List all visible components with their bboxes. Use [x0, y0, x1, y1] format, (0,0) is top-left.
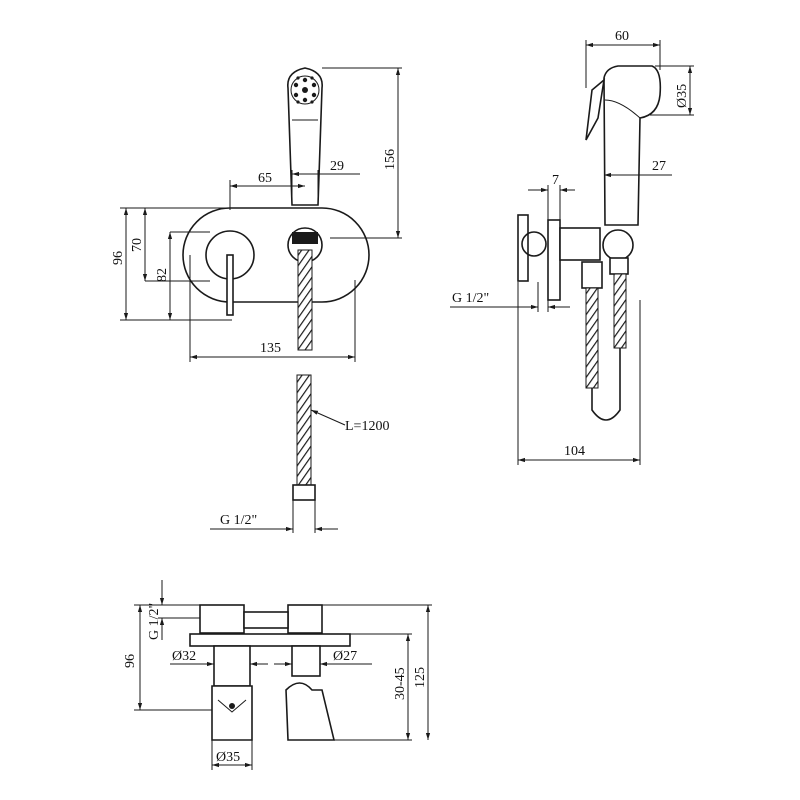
wall-plate-side: [547, 219, 561, 301]
holder-top: [285, 682, 336, 741]
valve-block-right: [287, 604, 323, 634]
holder-clip: [292, 232, 318, 244]
wall-plate-top: [189, 633, 351, 647]
stem-right: [291, 645, 321, 677]
holder-side: [602, 229, 634, 261]
hand-shower-side: [603, 65, 662, 226]
stem-left: [213, 645, 251, 687]
side-thread-label: G 1/2": [452, 291, 489, 306]
top-dimensions: G 1/2" 96 Ø32 Ø27 30-45 125: [123, 580, 432, 770]
valve-stub: [581, 261, 603, 289]
dim-104: 104: [564, 444, 585, 459]
dim-dia35-top: Ø35: [216, 750, 240, 765]
valve-block-left: [199, 604, 245, 634]
hose-body: [296, 374, 312, 486]
nozzle-holes: [293, 76, 317, 104]
body-side: [559, 227, 601, 261]
dim-96-front: 96: [111, 251, 126, 265]
dim-96-top: 96: [123, 654, 138, 668]
hose-front: [297, 249, 313, 351]
wall-plate: [182, 207, 370, 303]
top-view: G 1/2" 96 Ø32 Ø27 30-45 125: [123, 580, 432, 770]
dim-7: 7: [552, 173, 559, 188]
top-thread-label: G 1/2": [147, 603, 162, 640]
dim-156: 156: [383, 149, 398, 170]
dim-135: 135: [260, 341, 281, 356]
hose-dimensions: L=1200 G 1/2": [210, 409, 389, 533]
dim-82: 82: [155, 268, 170, 282]
dim-27-side: 27: [652, 159, 666, 174]
dim-dia27: Ø27: [333, 649, 357, 664]
knob-side: [521, 231, 547, 257]
hose-length-label: L=1200: [345, 419, 389, 434]
hose-thread-label: G 1/2": [220, 513, 257, 528]
hose-side-1: [585, 287, 599, 389]
hose-loop: [591, 348, 621, 421]
hose-nut: [292, 484, 316, 501]
dim-125: 125: [413, 667, 428, 688]
dim-29: 29: [330, 159, 344, 174]
dim-70: 70: [130, 238, 145, 252]
dim-30-45: 30-45: [393, 667, 408, 700]
hose-view: L=1200 G 1/2": [210, 374, 389, 533]
knob-top: [211, 685, 253, 741]
bridge: [243, 611, 289, 629]
hose-nut-side: [609, 257, 629, 275]
dim-65: 65: [258, 171, 272, 186]
dim-60: 60: [615, 29, 629, 44]
side-view: 60 Ø35 27 7 G 1/2" 104: [450, 29, 694, 465]
hose-side-2: [613, 273, 627, 349]
dim-dia32: Ø32: [172, 649, 196, 664]
front-dimensions: 135 96 70 82 65 29: [111, 67, 402, 362]
mixer-lever: [226, 254, 234, 316]
hand-shower-front: [287, 67, 323, 206]
shower-trigger: [585, 78, 606, 141]
front-view: 135 96 70 82 65 29: [111, 67, 402, 362]
side-dimensions: 60 Ø35 27 7 G 1/2" 104: [450, 29, 694, 465]
dim-dia35-side: Ø35: [675, 84, 690, 108]
